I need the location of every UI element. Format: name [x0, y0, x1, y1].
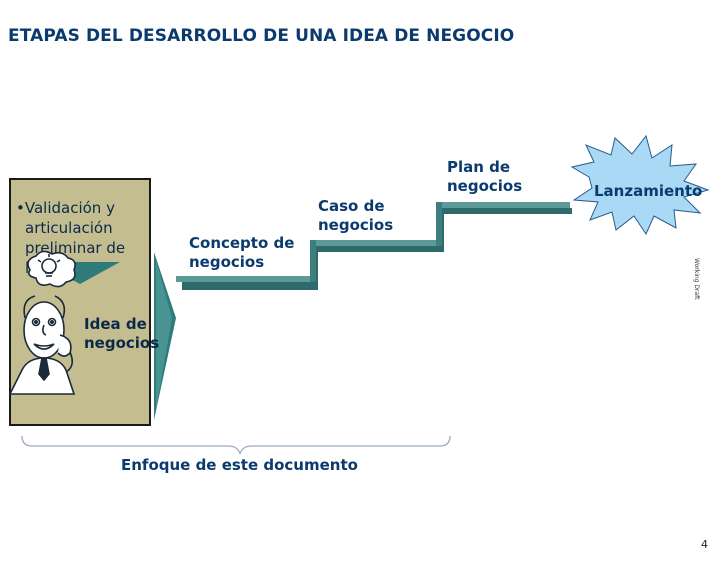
focus-label: Enfoque de este documento: [121, 456, 358, 474]
man-pupil-right: [49, 319, 54, 324]
bullet-mark: •: [16, 199, 25, 217]
stage-label-plan: Plan de negocios: [447, 158, 522, 196]
page-number: 4: [701, 538, 708, 551]
man-arm: [65, 351, 74, 373]
staircase: [176, 202, 572, 290]
man-hand: [57, 334, 72, 357]
thinking-man-icon: [8, 250, 76, 395]
bullet-text-line-1: Validación y: [24, 199, 115, 217]
page-title: ETAPAS DEL DESARROLLO DE UNA IDEA DE NEG…: [8, 26, 515, 46]
launch-label: Lanzamiento: [594, 182, 703, 200]
stage-label-caso: Caso de negocios: [318, 197, 393, 235]
man-pupil-left: [33, 319, 38, 324]
idea-label: Idea de negocios: [84, 315, 159, 353]
man-nose: [42, 324, 47, 336]
idea-label-line-2: negocios: [84, 334, 160, 352]
bullet-line: •Validación y: [16, 198, 151, 218]
stage-label-plan-line-1: Plan de: [447, 158, 511, 176]
stage-label-concepto: Concepto de negocios: [189, 234, 294, 272]
stage-label-concepto-line-1: Concepto de: [189, 234, 295, 252]
stair-shadow: [182, 208, 572, 290]
stage-label-caso-line-2: negocios: [318, 216, 394, 234]
man-hair: [23, 295, 66, 319]
bullet-text-line-2: articulación: [25, 219, 113, 237]
watermark: Working Draft: [693, 258, 700, 300]
stair-riser-2: [310, 240, 316, 282]
chevron-arrow-shadow: [156, 260, 172, 410]
stage-label-plan-line-2: negocios: [447, 177, 523, 195]
idea-label-line-1: Idea de: [84, 315, 147, 333]
stage-label-concepto-line-2: negocios: [189, 253, 265, 271]
stage-label-caso-line-1: Caso de: [318, 197, 385, 215]
stair-steps: [176, 202, 570, 282]
focus-brace: [21, 435, 451, 455]
man-mouth: [33, 343, 55, 350]
lightbulb-icon: [37, 254, 61, 277]
man-tie: [38, 357, 50, 382]
stair-riser-3: [436, 202, 442, 246]
launch-burst: [570, 134, 710, 236]
